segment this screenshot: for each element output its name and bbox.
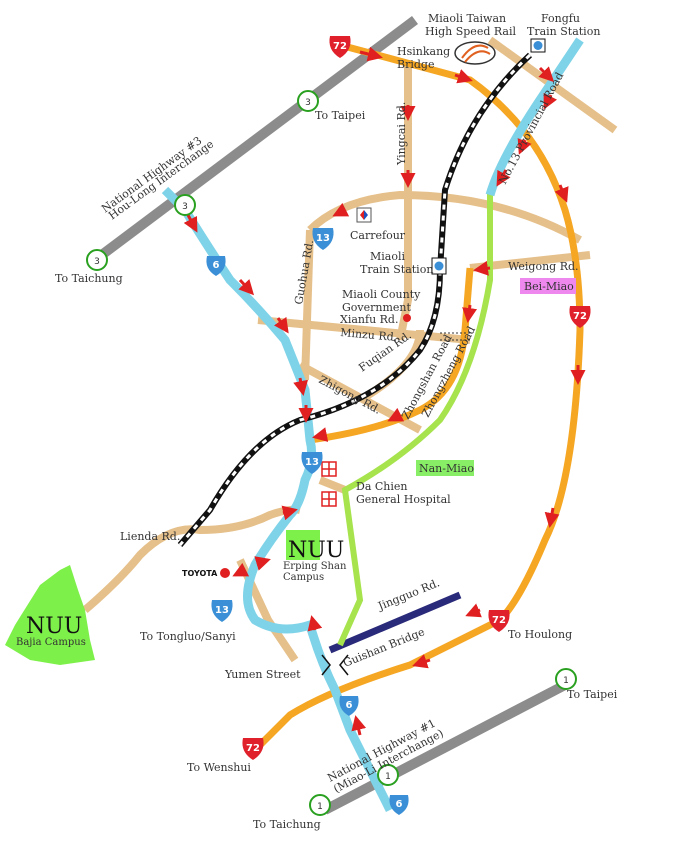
to-taichung-bottom-label: To Taichung bbox=[253, 818, 321, 831]
national-highway-3 bbox=[92, 16, 418, 264]
route-72 bbox=[252, 41, 584, 753]
national-highway-1 bbox=[322, 680, 568, 815]
svg-text:6: 6 bbox=[213, 260, 220, 271]
nuu-erping-sub-label: Erping Shan bbox=[283, 561, 347, 572]
county-gov-label-2: Government bbox=[342, 301, 412, 314]
svg-text:1: 1 bbox=[317, 802, 323, 812]
svg-text:3: 3 bbox=[182, 202, 188, 212]
guohua-road-label: Guohua Rd. bbox=[292, 239, 316, 306]
to-houlong-label: To Houlong bbox=[508, 628, 572, 641]
miaoli-station-label: Miaoli bbox=[370, 250, 405, 263]
route-72-branch bbox=[309, 267, 474, 444]
route-6-shield-icon: 6 bbox=[339, 696, 359, 716]
svg-text:13: 13 bbox=[316, 233, 330, 244]
svg-text:6: 6 bbox=[346, 700, 353, 711]
zhongzheng-road bbox=[337, 190, 493, 647]
route-6-shield-icon: 6 bbox=[389, 795, 409, 815]
route-13-shield-icon: 13 bbox=[211, 600, 233, 622]
national-highway-1-shield-icon: 1 bbox=[309, 794, 331, 816]
no13-road-label: No.13 Provincial Road bbox=[496, 70, 566, 186]
svg-text:72: 72 bbox=[333, 41, 347, 52]
route-72-shield-icon: 72 bbox=[488, 610, 510, 632]
lienda-road-label: Lienda Rd. bbox=[120, 530, 180, 543]
nuu-erping-sub-label-2: Campus bbox=[283, 572, 324, 583]
svg-text:72: 72 bbox=[246, 743, 260, 754]
route-13-shield-icon: 13 bbox=[301, 452, 323, 474]
nuu-bajia-sub-label: Bajia Campus bbox=[16, 637, 86, 648]
to-taipei-top-label: To Taipei bbox=[315, 109, 366, 122]
dachien-label: Da Chien bbox=[356, 480, 408, 493]
hsinkang-label: Hsinkang bbox=[397, 45, 450, 58]
national-highway-1-shield-icon: 1 bbox=[555, 668, 577, 690]
nanmiao-box bbox=[416, 460, 474, 476]
hsr-label-2: High Speed Rail bbox=[425, 25, 516, 38]
to-taipei-bottom-label: To Taipei bbox=[567, 688, 618, 701]
nuu-bajia-label: NUU bbox=[26, 614, 82, 639]
toyota-dot bbox=[220, 568, 230, 578]
xianfu-road-label: Xianfu Rd. bbox=[340, 313, 398, 326]
miaoli-station-label-2: Train Station bbox=[360, 263, 433, 276]
nanmiao-label: Nan-Miao bbox=[419, 462, 474, 475]
hospital-icon bbox=[321, 461, 337, 507]
hsr-label: Miaoli Taiwan bbox=[428, 12, 506, 25]
tongluo-label: To Tongluo/Sanyi bbox=[140, 630, 236, 643]
svg-text:72: 72 bbox=[492, 615, 506, 626]
toyota-label: TOYOTA bbox=[182, 569, 218, 578]
route-72-shield-icon: 72 bbox=[242, 738, 264, 760]
route-13-shield-icon: 13 bbox=[312, 228, 334, 250]
direction-arrows bbox=[183, 46, 586, 736]
svg-text:72: 72 bbox=[573, 311, 587, 322]
county-gov-label: Miaoli County bbox=[342, 288, 421, 301]
nuu-erping-label: NUU bbox=[288, 538, 344, 563]
route-72-shield-icon: 72 bbox=[329, 36, 351, 58]
svg-text:13: 13 bbox=[305, 457, 319, 468]
carrefour-icon bbox=[356, 207, 372, 223]
svg-text:6: 6 bbox=[396, 799, 403, 810]
svg-text:3: 3 bbox=[94, 257, 100, 267]
national-highway-3-shield-icon: 3 bbox=[174, 194, 196, 216]
jingguo-road bbox=[328, 591, 462, 654]
fongfu-label: Fongfu bbox=[541, 12, 580, 25]
weigong-road-label: Weigong Rd. bbox=[508, 260, 579, 273]
national-highway-3-shield-icon: 3 bbox=[297, 90, 319, 112]
county-government-dot bbox=[403, 314, 411, 322]
national-highway-1-shield-icon: 1 bbox=[377, 764, 399, 786]
fongfu-station-icon bbox=[530, 38, 546, 53]
route-72-shield-icon: 72 bbox=[569, 306, 591, 328]
to-taichung-top-label: To Taichung bbox=[55, 272, 123, 285]
svg-text:1: 1 bbox=[385, 772, 391, 782]
guishan-bridge-marker bbox=[321, 654, 349, 676]
nuu-erping-campus-shape bbox=[286, 530, 320, 560]
yingcai-road-label: Yingcai Rd. bbox=[395, 102, 408, 166]
minzu-road-label: Minzu Rd. bbox=[340, 326, 398, 344]
beimiao-label: Bei-Miao bbox=[524, 280, 574, 293]
yumen-street-label: Yumen Street bbox=[224, 668, 301, 681]
fongfu-label-2: Train Station bbox=[527, 25, 600, 38]
hsinkang-label-2: Bridge bbox=[397, 58, 434, 71]
national-highway-3-shield-icon: 3 bbox=[86, 249, 108, 271]
svg-text:3: 3 bbox=[305, 98, 311, 108]
svg-text:13: 13 bbox=[215, 605, 229, 616]
carrefour-label: Carrefour bbox=[350, 229, 406, 242]
to-wenshui-label: To Wenshui bbox=[187, 761, 251, 774]
nuu-bajia-campus-shape bbox=[5, 565, 95, 665]
route-6-shield-icon: 6 bbox=[206, 256, 226, 276]
miaoli-station-icon bbox=[431, 257, 447, 275]
svg-text:1: 1 bbox=[563, 676, 569, 686]
beimiao-box bbox=[520, 278, 576, 294]
dachien-label-2: General Hospital bbox=[356, 493, 451, 506]
